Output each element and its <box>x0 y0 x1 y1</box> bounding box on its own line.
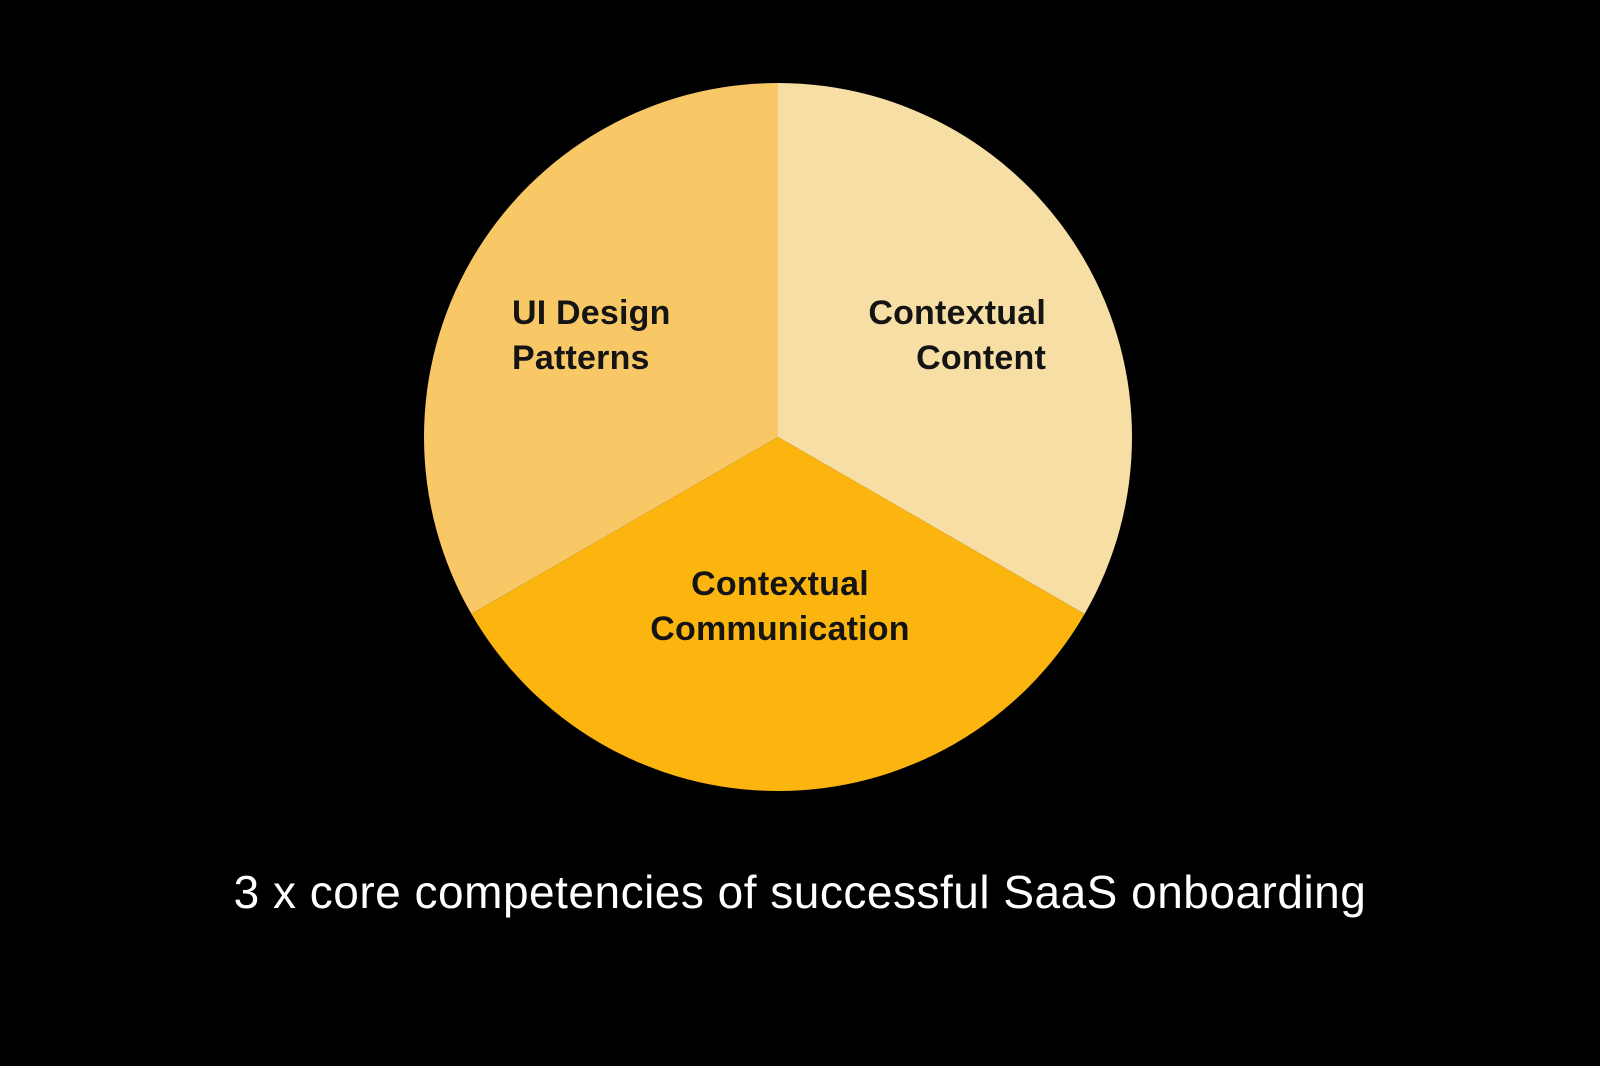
pie-slices <box>424 83 1132 791</box>
pie-slice-0 <box>778 83 1132 614</box>
chart-caption: 3 x core competencies of successful SaaS… <box>233 866 1367 918</box>
slice-label-ui-design-patterns: UI Design Patterns <box>512 294 671 377</box>
pie-slice-2 <box>424 83 778 614</box>
slice-label-contextual-communication: Contextual Communication <box>650 565 910 648</box>
slice-label-contextual-content: Contextual Content <box>868 294 1046 377</box>
